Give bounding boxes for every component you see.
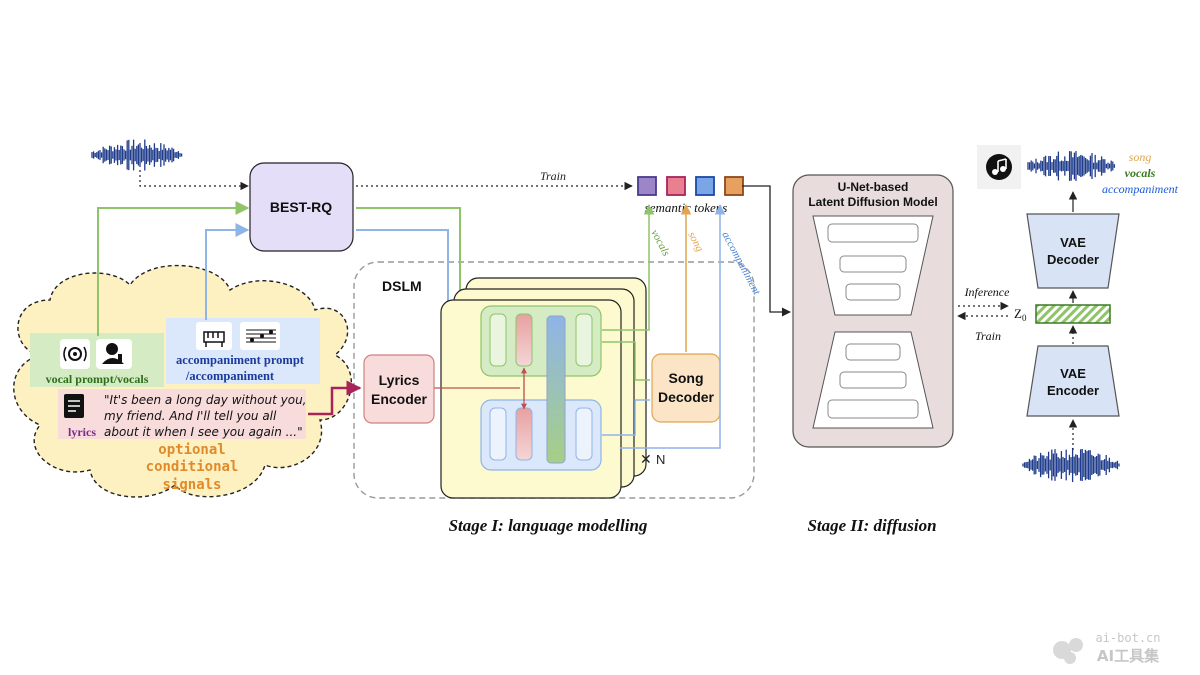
bestrq-box: BEST-RQ [249, 162, 354, 252]
lyrics-document-icon [64, 394, 84, 418]
vae-input-waveform-icon [1022, 447, 1120, 483]
latent-diffusion-box: U-Net-based Latent Diffusion Model [792, 174, 954, 448]
vocal-prompt-box: vocal prompt/vocals [30, 333, 164, 387]
lyrics-label: lyrics [68, 425, 96, 439]
bestrq-train-arrow: Train [356, 169, 633, 191]
watermark: ai-bot.cn AI工具集 [1053, 631, 1161, 665]
token-label-accompaniment: accompaniment [719, 230, 763, 298]
semantic-token-3 [695, 176, 715, 196]
semantic-tokens [637, 176, 744, 196]
semantic-token-4 [724, 176, 744, 196]
vae-encoder-label-1: VAE [1060, 366, 1086, 381]
latent-z0-bar [1035, 304, 1111, 324]
vocal-prompt-label: vocal prompt/vocals [46, 372, 149, 386]
diffusion-title-1: U-Net-based [838, 180, 909, 194]
vae-encoder-box: VAE Encoder [1026, 345, 1120, 417]
stage2-caption: Stage II: diffusion [807, 516, 936, 535]
song-decoder-label-1: Song [669, 370, 704, 386]
accompaniment-transformer-block [480, 399, 602, 471]
vocal-transformer-block [480, 305, 602, 377]
vae-decoder-box: VAE Decoder [1026, 213, 1120, 289]
vae-encoder-label-2: Encoder [1047, 383, 1099, 398]
vae-output-waveform-icon [1027, 151, 1116, 181]
inference-label: Inference [964, 285, 1011, 299]
accompaniment-output-arrow [620, 203, 726, 449]
lyrics-box: lyrics "It's been a long day without you… [58, 389, 307, 439]
lyrics-encoder-label-2: Encoder [371, 391, 428, 407]
shared-attention-bar [546, 315, 566, 464]
vae-decoder-label-2: Decoder [1047, 252, 1099, 267]
repeat-n-label: N [656, 452, 665, 467]
repeat-cross-icon: ✕ [640, 452, 652, 468]
accompaniment-prompt-box: accompaniment prompt /accompaniment [166, 318, 320, 384]
song-decoder-box: Song Decoder [651, 353, 721, 423]
diffusion-title-2: Latent Diffusion Model [808, 195, 937, 209]
stack-to-song-decoder-arrows [602, 341, 650, 436]
accompaniment-prompt-label-2: /accompaniment [185, 369, 275, 383]
singer-icon [102, 343, 124, 364]
vae-decoder-label-1: VAE [1060, 235, 1086, 250]
accompaniment-prompt-label-1: accompaniment prompt [176, 353, 305, 367]
optional-signals-line-2: conditional [146, 459, 239, 475]
cross-attention-arrows [432, 367, 527, 410]
token-label-song: song [685, 230, 706, 254]
lyrics-quote-line-2: my friend. And I'll tell you all [104, 409, 277, 423]
tokens-to-diffusion-arrow [742, 185, 791, 317]
output-label-vocals: vocals [1125, 166, 1156, 180]
train-label-top: Train [540, 169, 566, 183]
song-decoder-label-2: Decoder [658, 389, 715, 405]
waveform-to-bestrq-arrow [139, 170, 249, 191]
watermark-line-2: AI工具集 [1097, 647, 1160, 665]
z0-label: Z0 [1014, 306, 1027, 323]
output-label-accompaniment: accompaniment [1102, 182, 1179, 196]
dslm-label: DSLM [382, 278, 422, 294]
lyrics-to-encoder-arrow [308, 380, 362, 416]
lyrics-encoder-label-1: Lyrics [379, 372, 420, 388]
watermark-line-1: ai-bot.cn [1095, 631, 1160, 645]
lyrics-quote-line-3: about it when I see you again ..." [104, 425, 303, 439]
train-label-bottom: Train [975, 329, 1001, 343]
semantic-token-1 [637, 176, 657, 196]
lyrics-quote-line-1: "It's been a long day without you, [104, 393, 307, 407]
token-label-vocals: vocals [648, 228, 672, 258]
lyrics-encoder-box: Lyrics Encoder [363, 354, 435, 424]
voice-icon [63, 346, 87, 362]
bestrq-label: BEST-RQ [270, 199, 332, 215]
watermark-logo-icon [1053, 638, 1083, 664]
piano-icon [203, 331, 225, 347]
accompaniment-to-bestrq-arrow [205, 223, 250, 320]
optional-signals-line-1: optional [158, 442, 225, 458]
repeat-n-marker: ✕ N [640, 452, 665, 468]
semantic-token-2 [666, 176, 686, 196]
sheet-music-icon [246, 329, 276, 343]
vocals-output-arrow [602, 203, 655, 331]
output-label-song: song [1129, 150, 1152, 164]
inference-train-arrows: Inference Train Z0 [957, 285, 1027, 343]
input-waveform-icon [91, 139, 183, 171]
optional-signals-line-3: signals [162, 477, 221, 493]
stage1-caption: Stage I: language modelling [449, 516, 648, 535]
vocal-to-bestrq-arrow [97, 201, 250, 336]
music-note-icon [977, 145, 1021, 189]
